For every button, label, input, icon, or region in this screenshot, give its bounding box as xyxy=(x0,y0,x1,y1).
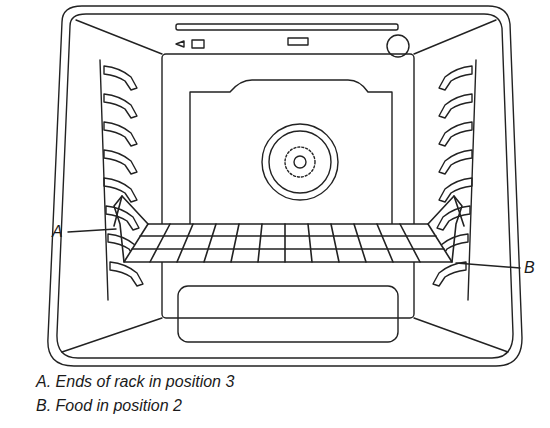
back-wall xyxy=(162,54,414,318)
oven-rack xyxy=(114,196,464,262)
oven-frame-inner xyxy=(57,14,513,358)
key-text: B. Food in position 2 xyxy=(36,396,182,416)
callout-letter: A xyxy=(52,222,63,242)
left-rack-guides xyxy=(100,60,143,300)
callout-letter: B xyxy=(524,258,535,278)
leader-line xyxy=(68,229,116,232)
leader-line xyxy=(456,263,520,268)
key-text: A. Ends of rack in position 3 xyxy=(36,372,234,392)
oven-frame xyxy=(48,6,522,366)
